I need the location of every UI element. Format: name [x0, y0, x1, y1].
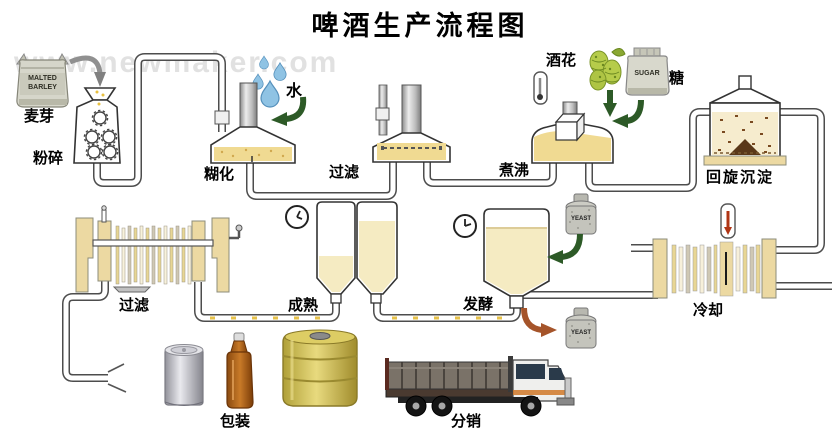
- whirlpool-base: [703, 155, 787, 166]
- boil-thermometer: [533, 71, 548, 105]
- crusher-gears: [83, 109, 119, 161]
- yeast-canister-out: [565, 307, 597, 349]
- pipes: [62, 53, 832, 393]
- label-whirlpool: 回旋沉淀: [706, 169, 775, 186]
- fermentation-liquid: [486, 228, 547, 294]
- maturation-liquid-1: [319, 256, 353, 292]
- pipe-filterpress-to-packaging: [62, 276, 127, 393]
- cooler: [652, 238, 777, 299]
- clock-gauge-maturation: [285, 205, 309, 229]
- pipe-fermenter-to-maturation: [373, 300, 521, 322]
- pipe-lauter-to-boil: [423, 154, 557, 187]
- trub-mound: [729, 139, 761, 155]
- pipe-boil-to-whirlpool: [585, 108, 712, 192]
- label-fermentation: 发酵: [463, 296, 494, 313]
- arrow-yeast-out: [521, 307, 557, 337]
- yeast-in-text: YEAST: [570, 216, 591, 222]
- mash-liquid: [214, 147, 292, 161]
- label-lautering: 过滤: [329, 164, 360, 181]
- sugar-sack: [625, 47, 670, 96]
- label-packaging: 包装: [220, 413, 251, 430]
- coolant-stubs: [631, 244, 832, 290]
- beer-bottle: [226, 332, 254, 409]
- whirlpool-vessel: [703, 75, 787, 166]
- arrow-sugar-to-boil: [612, 99, 644, 128]
- label-filtration: 过滤: [119, 297, 150, 314]
- page-title: 啤酒生产流程图: [311, 11, 529, 41]
- yeast-canister-in: [565, 193, 597, 235]
- truck-wheels: [405, 395, 542, 417]
- yeast-out-text: YEAST: [570, 330, 591, 336]
- trub-particles: [718, 115, 771, 153]
- boil-kettle: [531, 101, 614, 164]
- malt-sack-text: MALTED BARLEY: [28, 75, 57, 91]
- arrow-yeast-in: [547, 233, 583, 264]
- sugar-sack-text: SUGAR: [634, 70, 660, 77]
- lauter-tun: [372, 84, 451, 163]
- beer-can: [164, 344, 204, 406]
- clock-gauge-fermentation: [453, 214, 477, 238]
- filter-press: [75, 205, 243, 293]
- malt-crusher: [73, 87, 121, 164]
- pipe-coupling: [375, 107, 390, 121]
- pipe-whirlpool-to-cooler: [766, 108, 825, 254]
- label-malt: 麦芽: [24, 108, 55, 125]
- label-boiling: 煮沸: [499, 162, 530, 179]
- delivery-truck: [385, 356, 575, 417]
- lauter-liquid: [377, 143, 446, 160]
- hops-cluster: [589, 48, 626, 91]
- outlet-nozzle: [107, 363, 127, 393]
- maturation-tanks: [316, 201, 398, 304]
- malt-sack: [16, 52, 69, 108]
- beer-keg: [282, 329, 358, 407]
- label-hops: 酒花: [546, 52, 577, 69]
- fermentation-tank: [483, 208, 550, 309]
- maturation-liquid-2: [359, 221, 395, 292]
- label-sugar: 糖: [669, 70, 685, 87]
- label-cooling: 冷却: [693, 302, 724, 319]
- arrow-water-to-mash: [271, 96, 307, 126]
- pipe-maturation-to-filterpress: [194, 282, 340, 322]
- label-distribution: 分销: [451, 413, 482, 430]
- arrow-hops-to-boil: [603, 90, 617, 117]
- addition-port: [554, 112, 586, 142]
- drip-tray: [112, 286, 152, 293]
- press-bar: [92, 239, 214, 247]
- pipe-coupling: [214, 110, 230, 125]
- truck-cargo: [387, 361, 511, 390]
- label-maturation: 成熟: [288, 297, 319, 314]
- label-water: 水: [286, 83, 303, 100]
- boil-liquid: [534, 131, 611, 161]
- pipe-mash-to-lauter: [246, 152, 397, 200]
- press-crank: [229, 230, 241, 240]
- arrow-malt-to-crusher: [69, 55, 106, 87]
- label-milling: 粉碎: [33, 150, 64, 167]
- mash-tun: [210, 82, 296, 164]
- label-mashing: 糊化: [204, 166, 235, 183]
- cooler-thermometer: [720, 203, 736, 239]
- water-drops: [252, 55, 287, 108]
